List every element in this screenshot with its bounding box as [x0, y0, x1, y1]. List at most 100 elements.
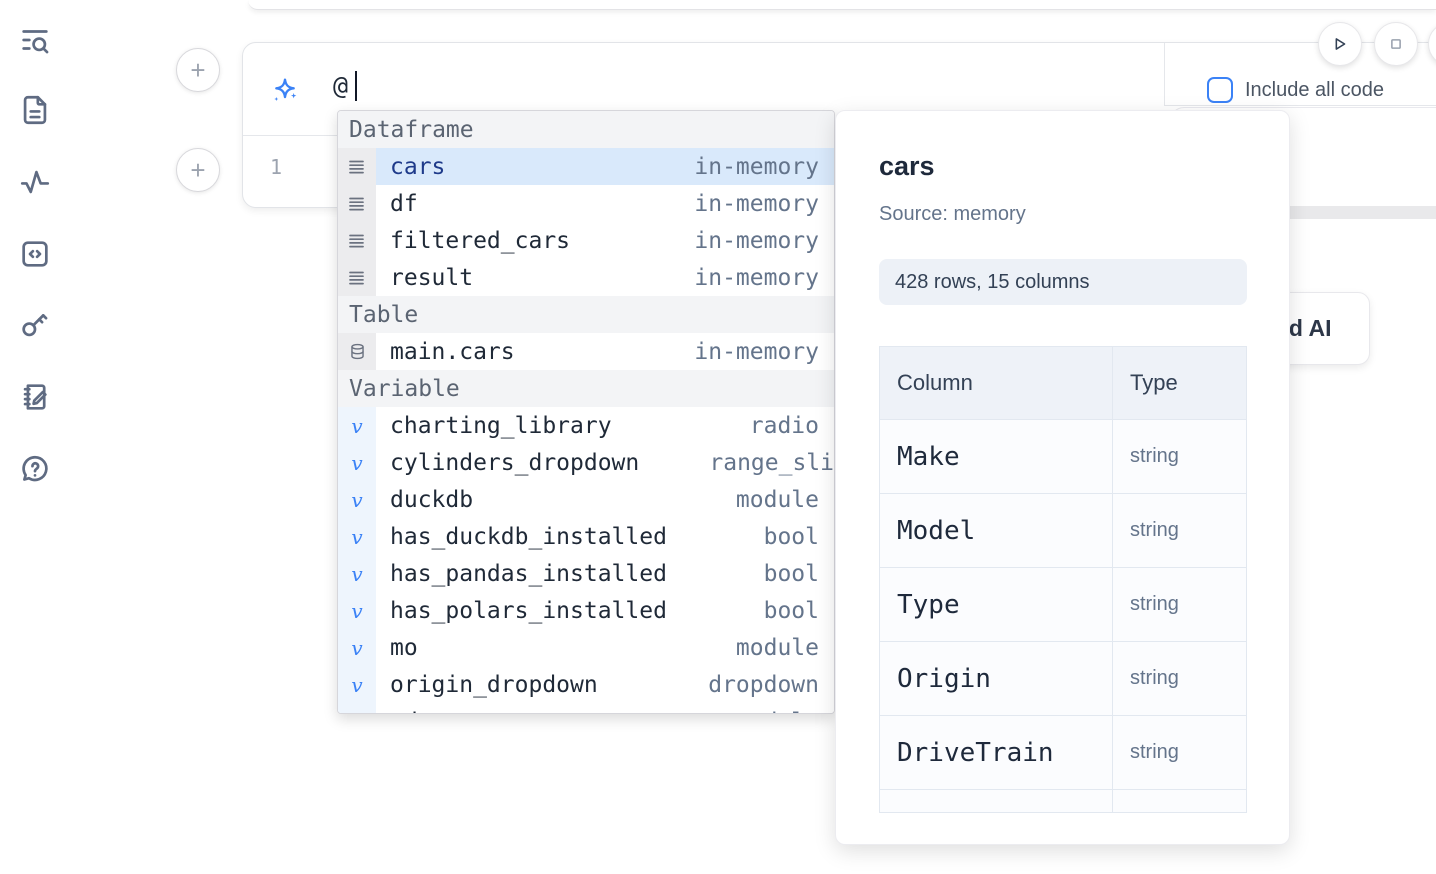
variable-icon: v — [338, 592, 376, 629]
item-type: range_sli — [709, 449, 834, 476]
stop-icon — [1391, 39, 1401, 49]
column-name: Model — [897, 515, 976, 546]
sidebar-item-snippets[interactable] — [15, 234, 55, 274]
autocomplete-item-has_duckdb_installed[interactable]: v has_duckdb_installed bool — [338, 518, 834, 555]
item-type: bool — [763, 597, 819, 624]
dataframe-icon — [338, 185, 376, 222]
column-type: string — [1130, 741, 1179, 763]
item-type: in-memory — [694, 338, 819, 365]
code-snippets-icon — [22, 241, 48, 267]
type-header: Type — [1130, 370, 1178, 395]
dataframe-preview-popup: cars Source: memory 428 rows, 15 columns… — [835, 110, 1290, 845]
variable-icon: v — [338, 555, 376, 592]
ai-prompt-input[interactable]: @ — [243, 43, 1164, 135]
preview-source: Source: memory — [879, 203, 1026, 225]
divider — [1164, 105, 1436, 106]
item-name: pd — [376, 709, 418, 714]
autocomplete-item-has_pandas_installed[interactable]: v has_pandas_installed bool — [338, 555, 834, 592]
file-icon — [23, 95, 47, 125]
item-name: origin_dropdown — [390, 671, 598, 698]
autocomplete-popup: Dataframe cars in-memory df in-memory filtere… — [337, 110, 835, 714]
item-type: in-memory — [694, 153, 819, 180]
column-type: string — [1130, 667, 1179, 689]
item-name: has_duckdb_installed — [390, 523, 667, 550]
play-icon — [1335, 38, 1346, 50]
ai-sparkle-icon — [274, 78, 297, 101]
table-header-row: Column Type — [880, 347, 1246, 419]
item-name: has_pandas_installed — [390, 560, 667, 587]
toc-search-icon — [22, 30, 49, 54]
item-name: filtered_cars — [390, 227, 571, 254]
schema-row-Make: Make string — [880, 419, 1246, 493]
add-cell-button-bottom[interactable]: + — [176, 148, 220, 192]
stop-button[interactable] — [1374, 22, 1418, 66]
preview-title: cars — [879, 151, 935, 181]
variable-icon: v — [338, 407, 376, 444]
autocomplete-section-header: Table — [338, 296, 834, 333]
item-name: df — [390, 190, 418, 217]
activity-icon — [20, 170, 50, 194]
variable-icon: v — [338, 481, 376, 518]
variable-icon: v — [338, 518, 376, 555]
add-cell-button-top[interactable]: + — [176, 48, 220, 92]
sidebar-item-keys[interactable] — [15, 305, 55, 345]
item-name: result — [390, 264, 474, 291]
item-type: bool — [763, 560, 819, 587]
column-name: Origin — [897, 663, 991, 694]
run-cell-button[interactable] — [1318, 22, 1362, 66]
column-type: string — [1130, 519, 1179, 541]
scratchpad-icon — [23, 384, 47, 410]
schema-row-Model: Model string — [880, 493, 1246, 567]
autocomplete-item-result[interactable]: result in-memory — [338, 259, 834, 296]
column-type: string — [1130, 593, 1179, 615]
sidebar-item-scratchpad[interactable] — [15, 377, 55, 417]
item-type: bool — [763, 523, 819, 550]
dataframe-icon — [338, 222, 376, 259]
sidebar-item-help[interactable] — [15, 450, 55, 490]
ai-prompt-text: @ — [333, 71, 349, 100]
item-type: module — [736, 709, 834, 714]
item-name: charting_library — [390, 412, 612, 439]
include-all-code-label: Include all code — [1245, 79, 1384, 101]
item-type: in-memory — [694, 264, 819, 291]
item-name: cylinders_dropdown — [390, 449, 640, 476]
autocomplete-item-df[interactable]: df in-memory — [338, 185, 834, 222]
schema-row-partial — [880, 789, 1246, 812]
item-type: module — [735, 634, 819, 661]
autocomplete-item-has_polars_installed[interactable]: v has_polars_installed bool — [338, 592, 834, 629]
sidebar-item-toc-search[interactable] — [15, 20, 55, 60]
dataframe-icon — [338, 148, 376, 185]
autocomplete-item-pd[interactable]: vpd module — [338, 703, 834, 714]
variable-icon: v — [338, 666, 376, 703]
include-all-code-checkbox[interactable] — [1207, 77, 1233, 103]
key-icon — [22, 314, 48, 337]
column-type: string — [1130, 445, 1179, 467]
divider — [243, 135, 355, 136]
help-icon — [22, 455, 48, 482]
preview-shape-badge: 428 rows, 15 columns — [879, 259, 1247, 305]
variable-icon: v — [338, 703, 376, 713]
item-type: module — [735, 486, 819, 513]
autocomplete-item-origin_dropdown[interactable]: v origin_dropdown dropdown — [338, 666, 834, 703]
item-name: has_polars_installed — [390, 597, 667, 624]
autocomplete-section-header: Dataframe — [338, 111, 834, 148]
divider — [1164, 43, 1165, 105]
variable-icon: v — [338, 629, 376, 666]
sidebar-item-activity[interactable] — [15, 162, 55, 202]
sidebar-item-files[interactable] — [15, 90, 55, 130]
item-type: dropdown — [708, 671, 819, 698]
autocomplete-item-cars[interactable]: cars in-memory — [338, 148, 834, 185]
item-type: in-memory — [694, 190, 819, 217]
text-cursor — [355, 71, 357, 101]
column-name: Make — [897, 441, 960, 472]
item-name: cars — [390, 153, 446, 180]
